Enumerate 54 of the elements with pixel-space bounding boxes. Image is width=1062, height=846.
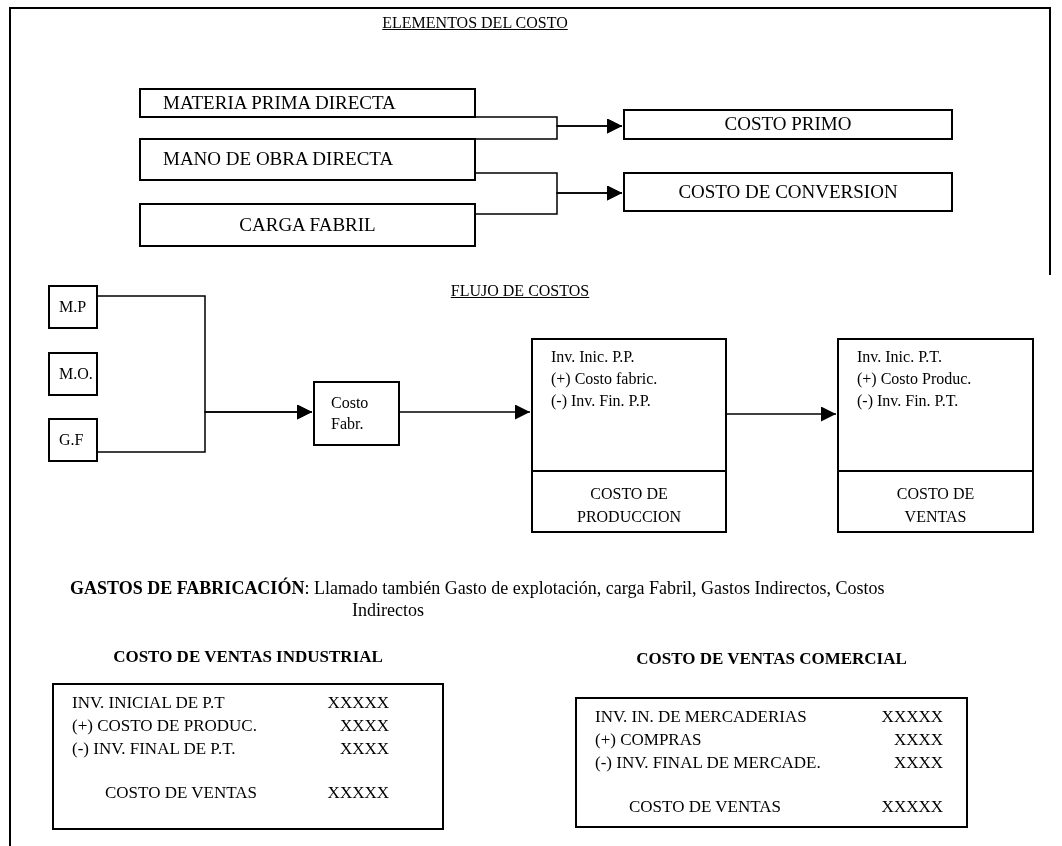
line-item: (-) Inv. Fin. P.T.: [857, 392, 959, 410]
process-box: [139, 138, 476, 181]
connector-arrow: [97, 404, 313, 453]
process-box: [623, 172, 953, 212]
amount: XXXX: [339, 716, 389, 736]
row-label: INV. IN. DE MERCADERIAS: [595, 707, 807, 727]
process-box: [313, 381, 400, 446]
box-label: COSTO DE VENTAS: [895, 484, 976, 527]
cost-box: [531, 338, 727, 533]
connector-arrow: [726, 406, 837, 422]
connector-arrow: [399, 404, 531, 420]
table-heading: COSTO DE VENTAS INDUSTRIAL: [112, 647, 384, 667]
process-box: [48, 352, 98, 396]
row-label: COSTO DE VENTAS: [629, 797, 781, 817]
box-label: Costo Fabr.: [331, 392, 370, 434]
box-label: COSTO DE CONVERSION: [678, 179, 898, 204]
process-box: [139, 88, 476, 118]
diagram-title: ELEMENTOS DEL COSTO: [381, 14, 569, 32]
process-box: [48, 285, 98, 329]
row-label: (-) INV. FINAL DE MERCADE.: [595, 753, 821, 773]
amount: XXXX: [339, 739, 389, 759]
table-heading: COSTO DE VENTAS COMERCIAL: [635, 649, 908, 669]
line-item: Inv. Inic. P.T.: [857, 348, 942, 366]
amount: XXXX: [893, 730, 943, 750]
line-item: (+) Costo fabric.: [551, 370, 658, 388]
process-box: [48, 418, 98, 462]
box-label: M.O.: [59, 363, 92, 384]
line-item: (-) Inv. Fin. P.P.: [551, 392, 651, 410]
amount: XXXXX: [881, 707, 943, 727]
amount: XXXXX: [327, 783, 389, 803]
section-heading: FLUJO DE COSTOS: [449, 282, 591, 300]
box-label: CARGA FABRIL: [239, 212, 376, 237]
line-item: (+) Costo Produc.: [857, 370, 972, 388]
row-label: (+) COSTO DE PRODUC.: [72, 716, 257, 736]
box-label: M.P: [59, 296, 87, 317]
box-label: MANO DE OBRA DIRECTA: [163, 147, 394, 172]
line-item: Inv. Inic. P.P.: [551, 348, 635, 366]
amount: XXXX: [893, 753, 943, 773]
row-label: COSTO DE VENTAS: [105, 783, 257, 803]
process-box: [139, 203, 476, 247]
row-label: (+) COMPRAS: [595, 730, 702, 750]
box-label: COSTO DE PRODUCCION: [576, 484, 682, 527]
row-label: INV. INICIAL DE P.T: [72, 693, 225, 713]
note-paragraph: GASTOS DE FABRICACIÓN: Llamado también Gasto de explotación, carga Fabril, Gastos Indirectos, Costos Indirectos: [70, 577, 886, 621]
box-label: COSTO PRIMO: [724, 112, 852, 137]
process-box: [623, 109, 953, 140]
connector-arrow: [475, 118, 623, 140]
connector-arrow: [475, 185, 623, 215]
row-label: (-) INV. FINAL DE P.T.: [72, 739, 236, 759]
amount: XXXXX: [327, 693, 389, 713]
cost-box: [837, 338, 1034, 533]
amount: XXXXX: [881, 797, 943, 817]
box-label: MATERIA PRIMA DIRECTA: [163, 90, 396, 115]
box-label: G.F: [59, 429, 84, 450]
